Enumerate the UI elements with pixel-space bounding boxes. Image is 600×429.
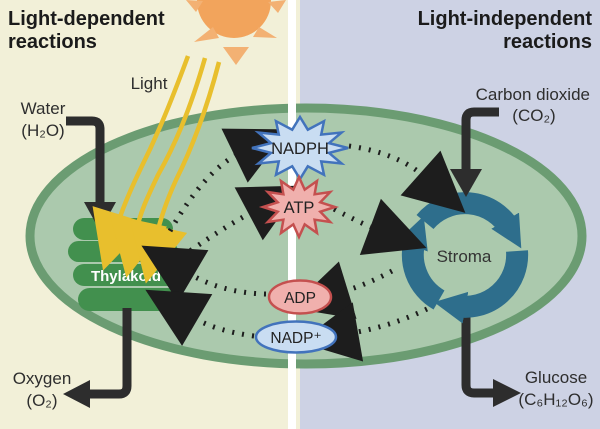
oxygen-arrow bbox=[63, 308, 132, 408]
glucose-formula: (C₆H₁₂O₆) bbox=[518, 390, 593, 409]
nadph-molecule: NADPH bbox=[251, 114, 349, 182]
thylakoid-disc bbox=[78, 288, 180, 311]
sun-ray bbox=[186, 0, 203, 12]
title-light-independent-line1: Light-independent bbox=[418, 8, 593, 30]
glucose-label: Glucose bbox=[525, 368, 587, 387]
oxygen-arrow-line bbox=[90, 308, 132, 399]
stroma-label: Stroma bbox=[437, 247, 492, 266]
sun-ray bbox=[223, 47, 249, 65]
sun-ray bbox=[194, 27, 219, 42]
arrow-cycle-to-nadp bbox=[298, 302, 429, 362]
light-ray bbox=[92, 55, 191, 271]
sun-ray bbox=[253, 27, 277, 38]
adp-molecule: ADP bbox=[267, 279, 333, 315]
sun-icon bbox=[186, 0, 286, 65]
co2-arrow-line bbox=[461, 107, 499, 173]
nadph-burst-icon bbox=[251, 114, 349, 182]
atp-label: ATP bbox=[284, 199, 315, 217]
oxygen-arrowhead bbox=[63, 380, 90, 408]
light-label: Light bbox=[131, 74, 168, 93]
nadp-ellipse-icon bbox=[254, 320, 338, 354]
glucose-arrowhead bbox=[493, 379, 521, 407]
cycle-arc-right bbox=[433, 250, 529, 324]
title-light-dependent-line2: reactions bbox=[8, 31, 97, 53]
oxygen-formula: (O₂) bbox=[26, 391, 57, 410]
water-formula: (H₂O) bbox=[21, 121, 64, 140]
light-rays-icon bbox=[92, 55, 222, 284]
adp-label: ADP bbox=[284, 290, 316, 307]
arrow-adp-to-thylakoid bbox=[141, 245, 267, 302]
thylakoid-icon: Thylakoid bbox=[68, 218, 180, 311]
arrow-thylakoid-to-nadph bbox=[167, 128, 289, 233]
sun-ray bbox=[268, 0, 286, 13]
co2-label: Carbon dioxide bbox=[476, 85, 590, 104]
co2-formula: (CO₂) bbox=[512, 106, 555, 125]
sun-disc bbox=[197, 0, 271, 38]
shuttle-arrows bbox=[141, 128, 466, 362]
oxygen-label: Oxygen bbox=[13, 369, 72, 388]
nadp-label: NADP⁺ bbox=[270, 330, 321, 347]
thylakoid-label: Thylakoid bbox=[91, 268, 161, 285]
light-ray bbox=[109, 57, 208, 278]
title-light-dependent-line1: Light-dependent bbox=[8, 8, 165, 30]
thylakoid-disc bbox=[68, 241, 178, 262]
glucose-arrow-line bbox=[461, 298, 495, 398]
nadph-label: NADPH bbox=[271, 140, 329, 158]
atp-burst-icon bbox=[258, 173, 340, 241]
nadp-molecule: NADP⁺ bbox=[254, 320, 338, 354]
water-label: Water bbox=[21, 99, 66, 118]
glucose-arrow bbox=[461, 298, 521, 407]
title-light-independent-line2: reactions bbox=[503, 31, 592, 53]
cycle-arc-top bbox=[416, 192, 522, 249]
water-arrow-line bbox=[66, 116, 105, 206]
adp-ellipse-icon bbox=[267, 279, 333, 315]
light-ray bbox=[129, 61, 222, 284]
atp-molecule: ATP bbox=[258, 173, 340, 241]
